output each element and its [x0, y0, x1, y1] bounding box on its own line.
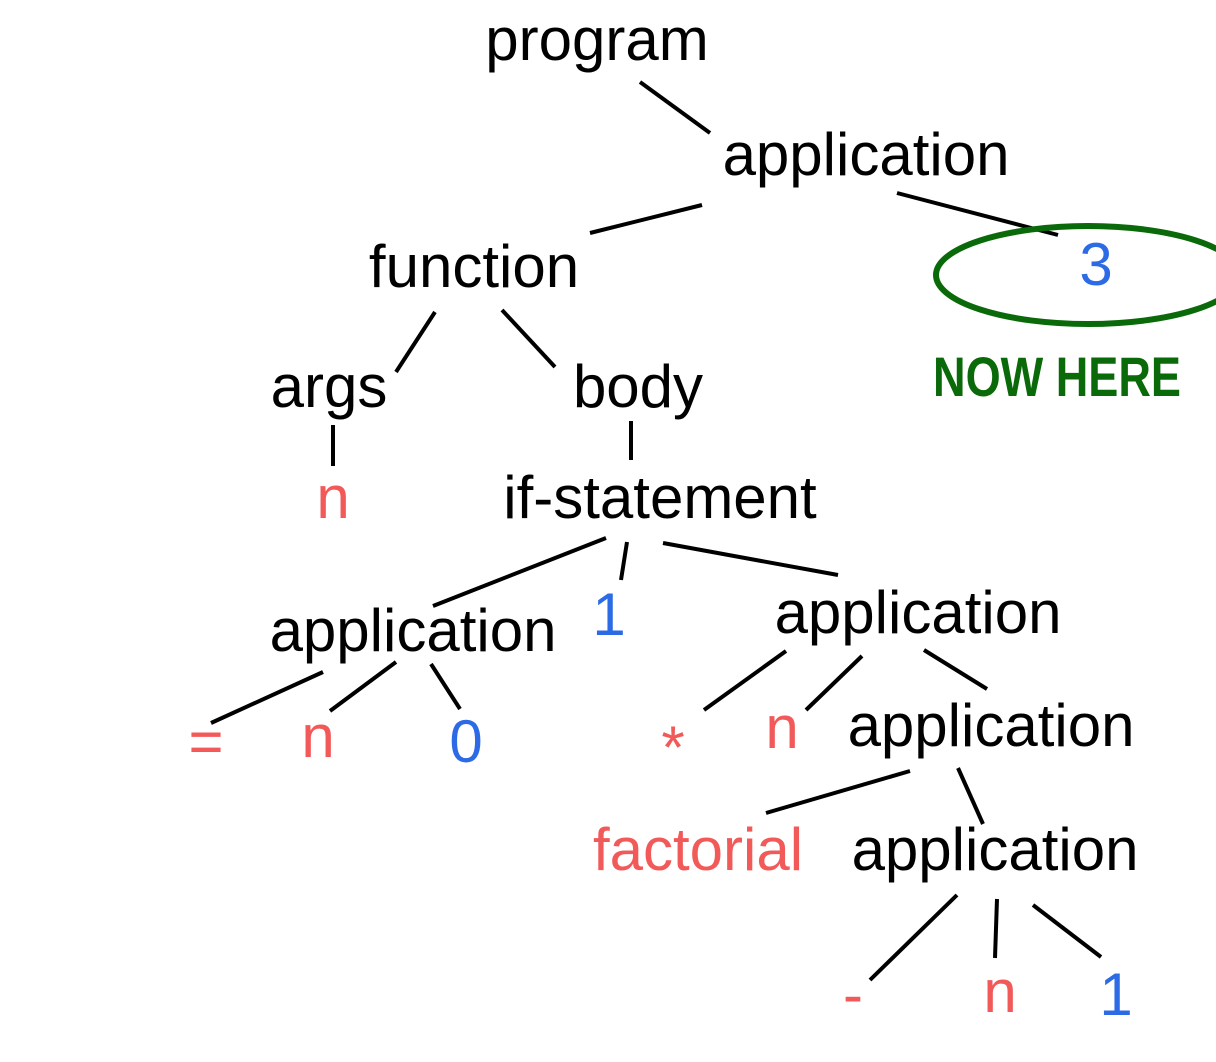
node-zero: 0: [449, 708, 482, 775]
edge-else-times: [702, 649, 788, 712]
node-minus: -: [843, 961, 863, 1028]
node-times: *: [661, 714, 684, 781]
now-here-label: NOW HERE: [933, 345, 1181, 408]
node-application-cond: application: [270, 597, 557, 664]
edge-application-function: [589, 203, 703, 235]
highlight-ellipse: [933, 223, 1216, 327]
edge-else-n: [804, 654, 864, 712]
node-n-cond: n: [301, 703, 334, 770]
node-n-mul: n: [765, 694, 798, 761]
node-application-sub: application: [852, 816, 1139, 883]
edge-cond-equals: [210, 670, 324, 725]
edge-cond-n: [328, 660, 398, 713]
edge-call-factorial: [765, 769, 911, 815]
node-equals: =: [188, 708, 223, 775]
tree-nodes: program application function 3 args body…: [188, 6, 1138, 1028]
node-program: program: [485, 6, 708, 73]
node-one-sub: 1: [1099, 961, 1132, 1028]
node-factorial: factorial: [593, 816, 803, 883]
edge-sub-n: [993, 898, 999, 959]
node-application-root: application: [723, 121, 1010, 188]
edge-if-one: [619, 541, 629, 581]
edge-sub-one: [1031, 903, 1103, 959]
edge-if-application-cond: [432, 536, 607, 608]
edge-function-body: [500, 308, 557, 369]
node-args: args: [271, 353, 388, 420]
node-n-sub: n: [983, 958, 1016, 1025]
node-application-call: application: [848, 692, 1135, 759]
node-three: 3: [1079, 231, 1112, 298]
node-one-then: 1: [592, 581, 625, 648]
edge-call-application-sub: [956, 767, 985, 825]
node-if-statement: if-statement: [503, 464, 817, 531]
node-body: body: [573, 353, 703, 420]
edge-function-args: [394, 310, 437, 374]
edge-else-application-call: [922, 648, 989, 691]
tree-edges: [210, 80, 1103, 982]
edge-if-application-else: [662, 541, 839, 577]
node-application-else: application: [775, 579, 1062, 646]
edge-program-application: [638, 80, 712, 135]
node-function: function: [369, 233, 579, 300]
edge-cond-zero: [429, 662, 462, 711]
node-n-arg: n: [316, 464, 349, 531]
edge-sub-minus: [868, 893, 959, 982]
